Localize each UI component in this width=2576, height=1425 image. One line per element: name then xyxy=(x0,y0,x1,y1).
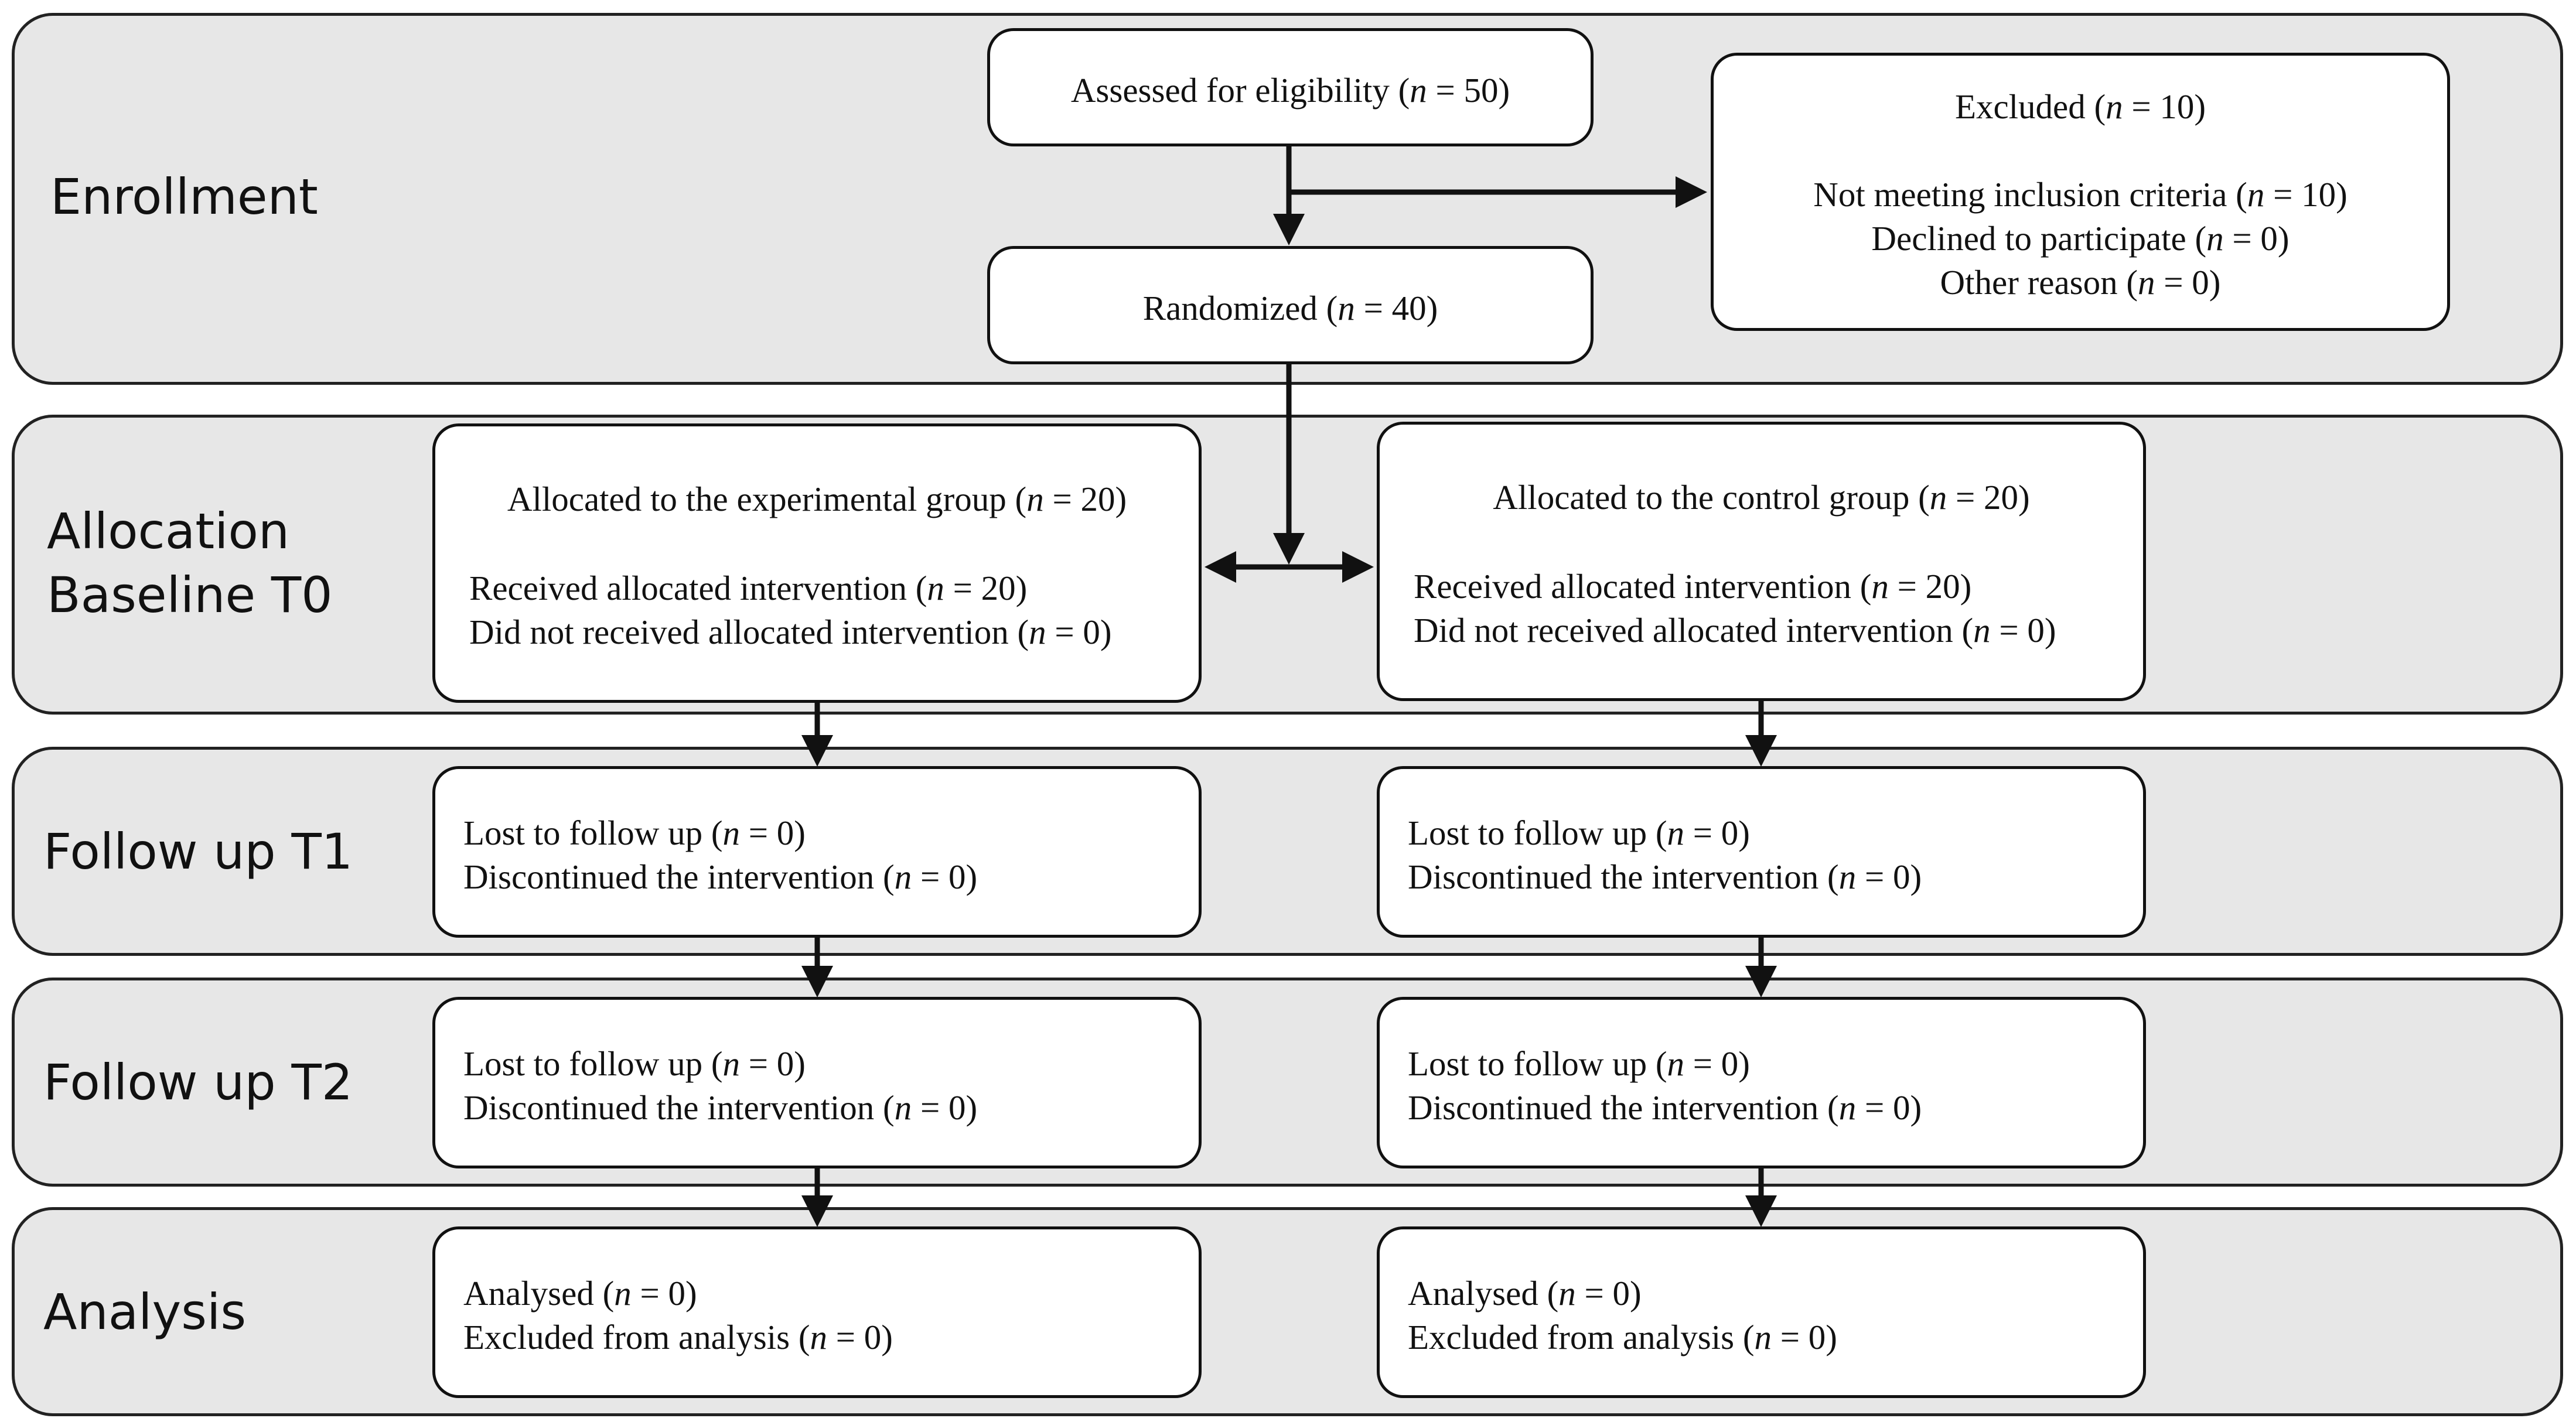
excluded-box: Excluded (n = 10) Not meeting inclusion … xyxy=(1711,53,2450,331)
stage-label-analysis: Analysis xyxy=(43,1283,247,1341)
stage-label-allocation-line2: Baseline T0 xyxy=(47,566,333,624)
followup-t2-control-box: Lost to follow up (n = 0) Discontinued t… xyxy=(1377,997,2146,1168)
followup-t1-control-box: Lost to follow up (n = 0) Discontinued t… xyxy=(1377,766,2146,938)
allocation-experimental-title: Allocated to the experimental group (n =… xyxy=(507,480,1127,518)
followup-t1-control-discontinued: Discontinued the intervention (n = 0) xyxy=(1408,857,1922,896)
analysis-control-excluded: Excluded from analysis (n = 0) xyxy=(1408,1318,1837,1356)
stage-label-followup-t1: Follow up T1 xyxy=(43,823,353,880)
followup-t1-experimental-discontinued: Discontinued the intervention (n = 0) xyxy=(463,857,978,896)
excluded-declined: Declined to participate (n = 0) xyxy=(1871,219,2290,258)
analysis-experimental-excluded: Excluded from analysis (n = 0) xyxy=(463,1318,893,1356)
allocation-experimental-not-received: Did not received allocated intervention … xyxy=(469,613,1112,651)
excluded-other: Other reason (n = 0) xyxy=(1940,263,2221,302)
stage-label-enrollment: Enrollment xyxy=(50,168,318,225)
assessed-text: Assessed for eligibility (n = 50) xyxy=(1070,71,1510,110)
analysis-experimental-analysed: Analysed (n = 0) xyxy=(463,1274,697,1313)
analysis-control-analysed: Analysed (n = 0) xyxy=(1408,1274,1642,1313)
assessed-box: Assessed for eligibility (n = 50) xyxy=(987,28,1594,146)
allocation-experimental-received: Received allocated intervention (n = 20) xyxy=(469,569,1028,607)
followup-t2-experimental-box: Lost to follow up (n = 0) Discontinued t… xyxy=(432,997,1202,1168)
followup-t1-control-lost: Lost to follow up (n = 0) xyxy=(1408,814,1750,852)
stage-label-allocation: Allocation Baseline T0 xyxy=(47,500,333,627)
randomized-box: Randomized (n = 40) xyxy=(987,246,1594,364)
followup-t2-control-discontinued: Discontinued the intervention (n = 0) xyxy=(1408,1088,1922,1127)
followup-t2-experimental-discontinued: Discontinued the intervention (n = 0) xyxy=(463,1088,978,1127)
allocation-control-title: Allocated to the control group (n = 20) xyxy=(1493,478,2030,517)
allocation-control-not-received: Did not received allocated intervention … xyxy=(1414,611,2056,650)
randomized-text: Randomized (n = 40) xyxy=(1142,289,1438,327)
allocation-control-received: Received allocated intervention (n = 20) xyxy=(1414,567,1972,606)
analysis-control-box: Analysed (n = 0) Excluded from analysis … xyxy=(1377,1226,2146,1398)
excluded-not-meeting: Not meeting inclusion criteria (n = 10) xyxy=(1813,175,2348,214)
allocation-experimental-box: Allocated to the experimental group (n =… xyxy=(432,423,1202,703)
followup-t1-experimental-lost: Lost to follow up (n = 0) xyxy=(463,814,806,852)
stage-label-followup-t2: Follow up T2 xyxy=(43,1054,353,1111)
followup-t1-experimental-box: Lost to follow up (n = 0) Discontinued t… xyxy=(432,766,1202,938)
analysis-experimental-box: Analysed (n = 0) Excluded from analysis … xyxy=(432,1226,1202,1398)
followup-t2-control-lost: Lost to follow up (n = 0) xyxy=(1408,1044,1750,1083)
stage-label-allocation-line1: Allocation xyxy=(47,503,290,560)
allocation-control-box: Allocated to the control group (n = 20) … xyxy=(1377,422,2146,701)
excluded-title: Excluded (n = 10) xyxy=(1954,87,2206,126)
followup-t2-experimental-lost: Lost to follow up (n = 0) xyxy=(463,1044,806,1083)
